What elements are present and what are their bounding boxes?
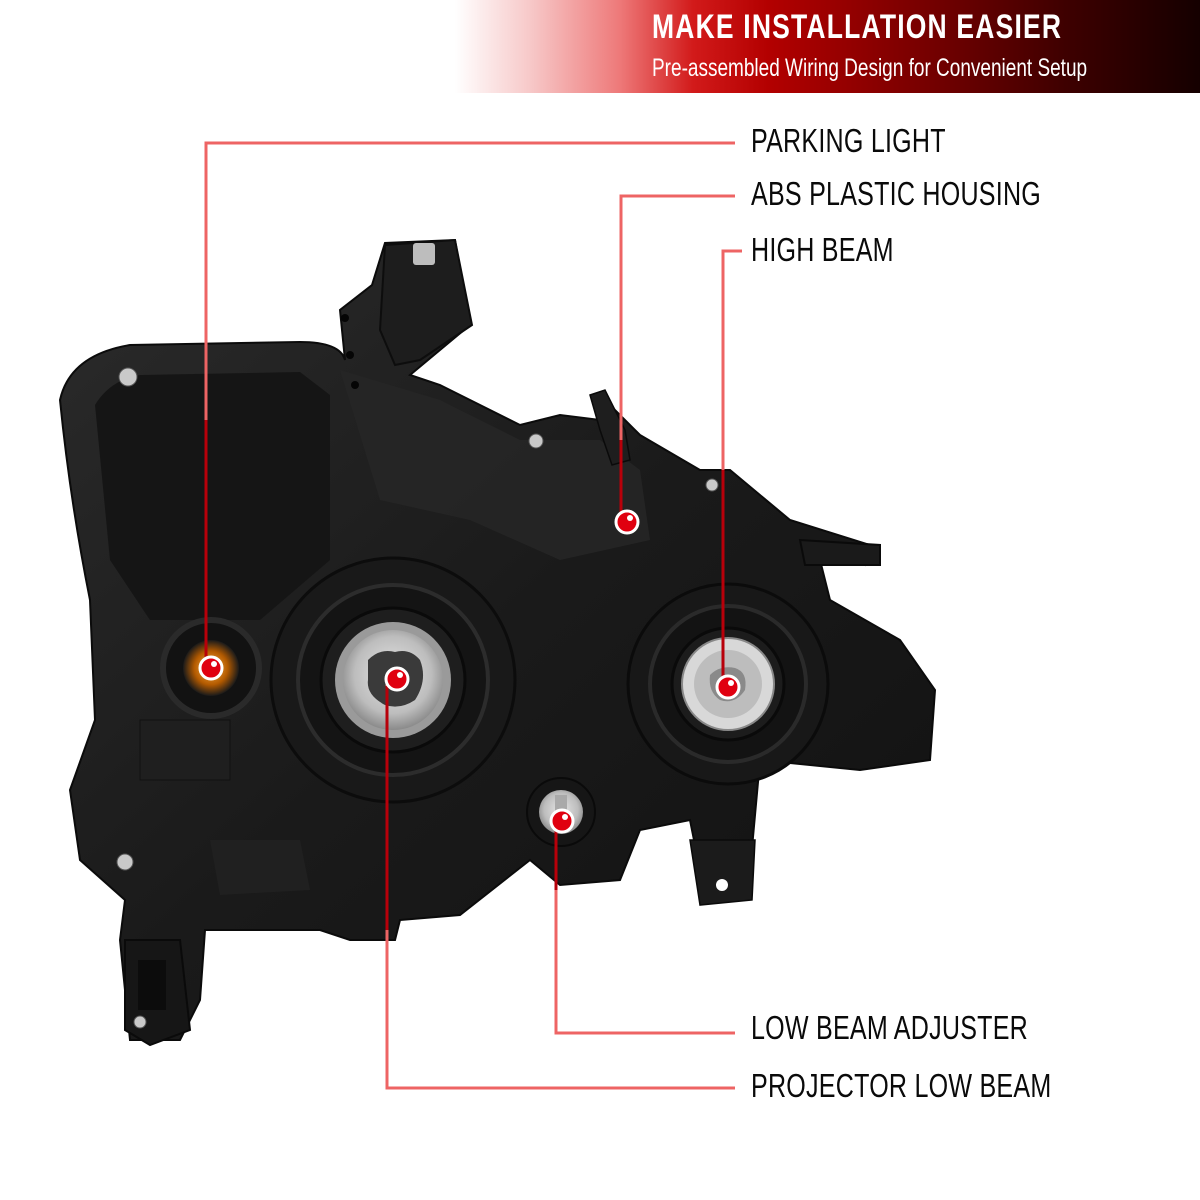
header-title: MAKE INSTALLATION EASIER bbox=[652, 8, 1063, 46]
parking-light-socket bbox=[160, 617, 262, 719]
low-beam-adjuster-knob bbox=[526, 777, 596, 847]
projector-low-beam-assembly bbox=[269, 556, 517, 804]
header-subtitle: Pre-assembled Wiring Design for Convenie… bbox=[652, 54, 1088, 82]
callout-label-parking-light: PARKING LIGHT bbox=[751, 122, 946, 159]
callout-label-projector-low-beam: PROJECTOR LOW BEAM bbox=[751, 1067, 1052, 1104]
callout-label-high-beam: HIGH BEAM bbox=[751, 231, 894, 268]
high-beam-assembly bbox=[626, 582, 830, 786]
header-banner bbox=[455, 0, 1200, 93]
callout-label-abs-plastic-housing: ABS PLASTIC HOUSING bbox=[751, 175, 1042, 212]
callout-label-low-beam-adjuster: LOW BEAM ADJUSTER bbox=[751, 1009, 1029, 1046]
